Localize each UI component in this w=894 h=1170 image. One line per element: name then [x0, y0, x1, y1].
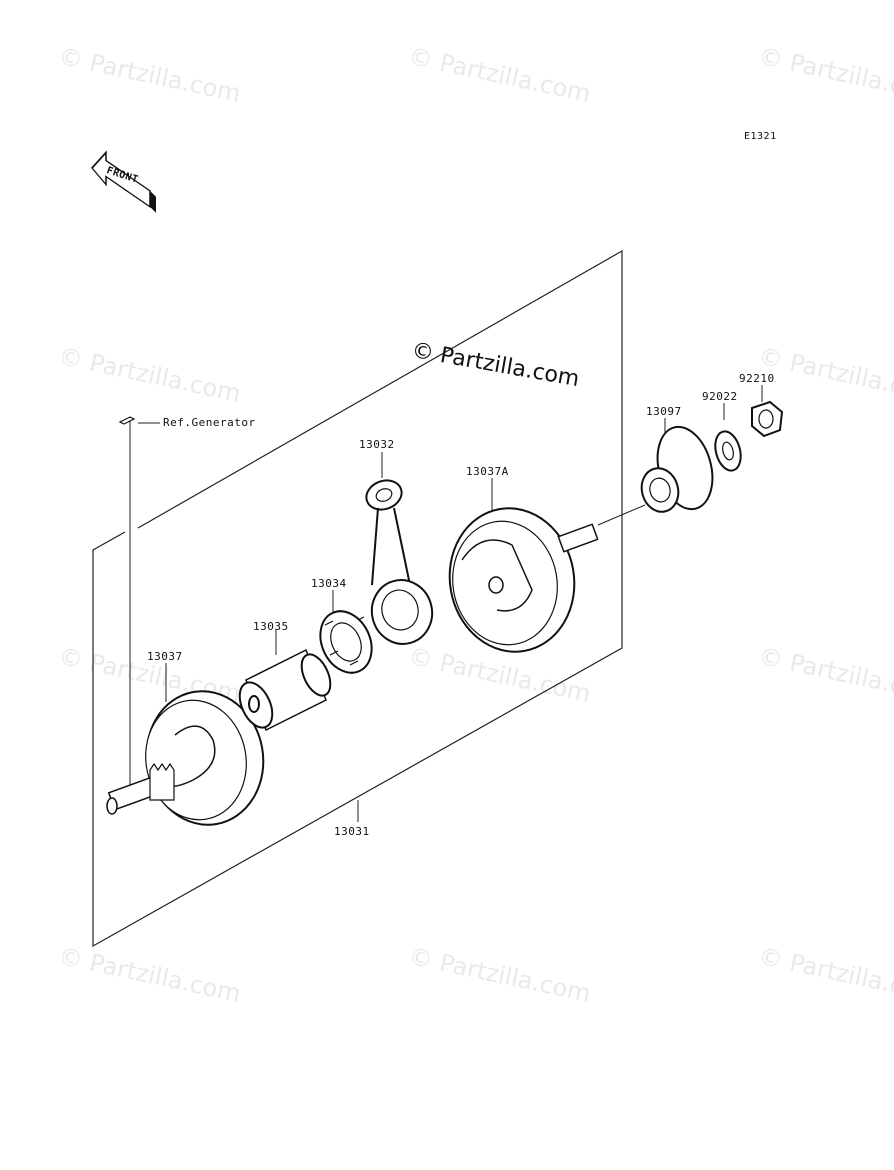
- part-number-13034[interactable]: 13034: [311, 577, 347, 590]
- right-flywheel-part: [448, 507, 599, 653]
- needle-bearing-part: [319, 610, 373, 674]
- part-number-92210[interactable]: 92210: [739, 372, 775, 385]
- part-number-92022[interactable]: 92022: [702, 390, 738, 403]
- part-number-13097[interactable]: 13097: [646, 405, 682, 418]
- part-number-13037A[interactable]: 13037A: [466, 465, 509, 478]
- washer-part: [714, 430, 742, 472]
- part-number-13037[interactable]: 13037: [147, 650, 183, 663]
- left-flywheel-part: [106, 690, 265, 826]
- part-number-13035[interactable]: 13035: [253, 620, 289, 633]
- nut-part: [751, 400, 784, 438]
- front-arrow-icon: [90, 150, 156, 213]
- part-number-13031[interactable]: 13031: [334, 825, 370, 838]
- ref-generator-note: Ref.Generator: [163, 416, 256, 429]
- part-number-13032[interactable]: 13032: [359, 438, 395, 451]
- key-part: [118, 416, 136, 425]
- gear-part: [640, 425, 714, 513]
- diagram-code: E1321: [744, 131, 777, 142]
- assembly-frame: [92, 249, 623, 948]
- crank-pin-part: [238, 648, 332, 732]
- connecting-rod-part: [365, 479, 434, 645]
